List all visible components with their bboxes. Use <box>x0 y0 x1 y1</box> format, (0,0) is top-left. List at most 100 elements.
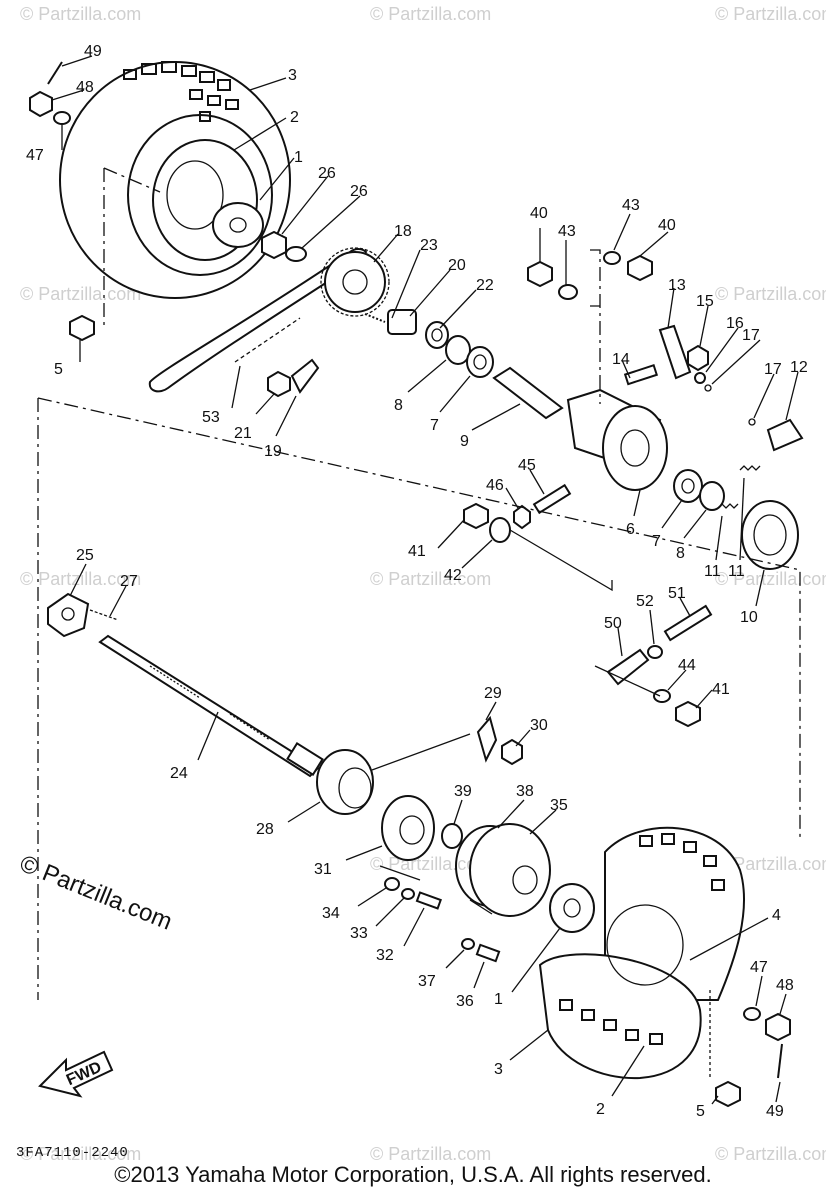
callout-46: 46 <box>486 477 504 494</box>
watermark: © Partzilla.com <box>370 1144 491 1164</box>
callout-49: 49 <box>84 43 102 60</box>
right-wheel-assembly <box>538 826 791 1108</box>
callout-32: 32 <box>376 947 394 964</box>
callout-43: 43 <box>622 197 640 214</box>
hub-1b <box>549 883 595 933</box>
callout-6: 6 <box>626 521 635 538</box>
callout-42: 42 <box>444 567 462 584</box>
seal-8b <box>699 481 725 511</box>
brake-cam-12 <box>766 418 804 452</box>
nut-26a <box>261 230 287 260</box>
callout-36: 36 <box>456 993 474 1010</box>
callout-2: 2 <box>596 1101 605 1118</box>
callout-41: 41 <box>408 543 426 560</box>
leader-lines <box>51 55 799 1105</box>
callout-47: 47 <box>26 147 44 164</box>
callout-11: 11 <box>728 563 745 580</box>
hub-28 <box>316 749 374 815</box>
callout-1: 1 <box>294 149 303 166</box>
clip-17b <box>748 418 756 426</box>
bearing-7a <box>466 346 494 378</box>
callout-40: 40 <box>658 217 676 234</box>
bolt-41b <box>675 700 701 728</box>
tire-right-lower <box>538 953 702 1080</box>
plate-31 <box>381 795 435 861</box>
nut-5b <box>715 1080 741 1108</box>
brake-arm-13 <box>658 324 692 380</box>
callout-50: 50 <box>604 615 622 632</box>
watermark: © Partzilla.com <box>20 1144 141 1164</box>
bolt-14 <box>623 364 659 386</box>
callout-3: 3 <box>288 67 297 84</box>
callout-51: 51 <box>668 585 686 602</box>
callout-29: 29 <box>484 685 502 702</box>
callout-24: 24 <box>170 765 188 782</box>
callout-19: 19 <box>264 443 282 460</box>
bolt-36 <box>475 943 501 963</box>
bolt-40a <box>527 260 553 288</box>
pin-16 <box>694 372 706 384</box>
watermark: © Partzilla.com <box>715 284 826 304</box>
rear-axle-24 <box>98 634 324 778</box>
callout-5: 5 <box>696 1103 705 1120</box>
washer-37 <box>461 938 475 950</box>
callout-27: 27 <box>120 573 138 590</box>
callout-13: 13 <box>668 277 686 294</box>
hub-20 <box>387 309 417 335</box>
callout-45: 45 <box>518 457 536 474</box>
nut-48a <box>29 90 53 118</box>
watermark: © Partzilla.com <box>370 4 491 24</box>
callout-52: 52 <box>636 593 654 610</box>
watermark: © Partzilla.com <box>715 4 826 24</box>
hub-25 <box>47 592 90 638</box>
callout-21: 21 <box>234 425 252 442</box>
watermark: © Partzilla.com <box>370 569 491 589</box>
nut-30 <box>501 738 523 766</box>
callout-17: 17 <box>764 361 782 378</box>
callout-34: 34 <box>322 905 340 922</box>
callout-2: 2 <box>290 109 299 126</box>
washer-47a <box>53 111 71 125</box>
callout-17: 17 <box>742 327 760 344</box>
brake-shoes-10 <box>741 500 799 570</box>
washer-44 <box>653 689 671 703</box>
bolt-32 <box>415 891 442 910</box>
washer-43b <box>603 251 621 265</box>
watermark: © Partzilla.com <box>20 4 141 24</box>
callout-5: 5 <box>54 361 63 378</box>
callout-38: 38 <box>516 783 534 800</box>
axle-housing-6 <box>566 388 668 491</box>
callout-47: 47 <box>750 959 768 976</box>
nut-48b <box>765 1012 791 1042</box>
callout-20: 20 <box>448 257 466 274</box>
nut-21 <box>267 370 291 398</box>
watermark: © Partzilla.com <box>715 1144 826 1164</box>
callout-44: 44 <box>678 657 696 674</box>
washer-33 <box>401 888 415 900</box>
nut-15 <box>687 344 709 372</box>
callout-30: 30 <box>530 717 548 734</box>
clip-17a <box>704 384 712 392</box>
callout-48: 48 <box>76 79 94 96</box>
sprocket-18 <box>320 247 390 317</box>
watermark: © Partzilla.com <box>20 569 141 589</box>
callout-7: 7 <box>430 417 439 434</box>
callout-49: 49 <box>766 1103 784 1120</box>
watermark: © Partzilla.com <box>715 854 826 874</box>
seal-8a <box>445 335 471 365</box>
callout-22: 22 <box>476 277 494 294</box>
callout-23: 23 <box>420 237 438 254</box>
callout-48: 48 <box>776 977 794 994</box>
lock-washer-29 <box>476 715 498 763</box>
callout-1: 1 <box>494 991 503 1008</box>
bolt-41a <box>463 502 489 530</box>
seal-22 <box>425 321 449 349</box>
arm-50 <box>606 648 650 686</box>
washer-47b <box>743 1007 761 1021</box>
callout-33: 33 <box>350 925 368 942</box>
callout-3: 3 <box>494 1061 503 1078</box>
spring-11b <box>739 465 761 471</box>
nut-46 <box>513 504 531 530</box>
tread-blocks <box>123 61 239 122</box>
